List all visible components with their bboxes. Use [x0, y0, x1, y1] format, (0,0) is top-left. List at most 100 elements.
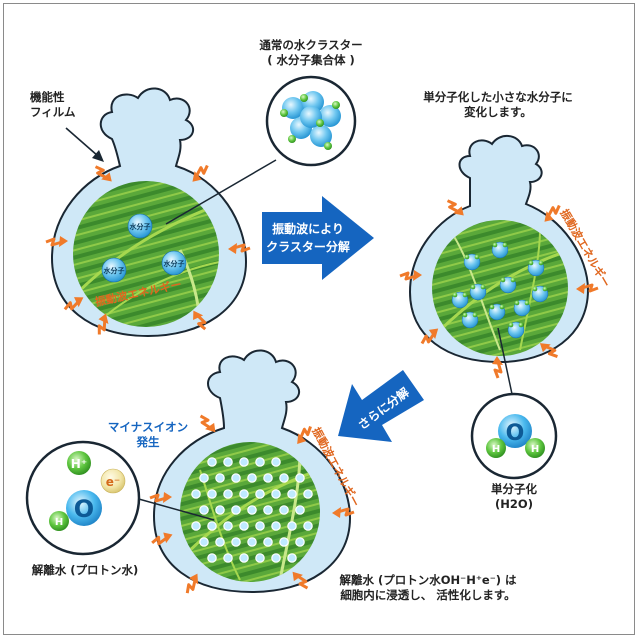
ion-dot: [215, 505, 225, 515]
bottom-caption-line1: 解離水 (プロトン水OH⁻H⁺e⁻) は: [339, 573, 517, 587]
ion-dot: [263, 473, 273, 483]
ion-dot: [303, 489, 313, 499]
energy-arrow: [151, 532, 173, 546]
energy-arrow: [97, 313, 109, 335]
ion-dot: [279, 505, 289, 515]
ion-e-minus: e⁻: [106, 475, 120, 489]
functional-film-line1: 機能性: [30, 90, 65, 104]
ion-h-plus: H⁺: [71, 457, 87, 471]
small-water-molecule: [491, 241, 509, 259]
small-water-molecule: [507, 321, 525, 339]
small-water-molecule: [461, 311, 479, 329]
film-pointer-arrow: [65, 127, 104, 162]
arrow1-text-line1: 振動波により: [272, 221, 344, 236]
ion-dot: [271, 489, 281, 499]
ion-h: H: [55, 517, 63, 528]
small-water-molecule: [499, 276, 517, 294]
dissociated-water-text: 解離水 (プロトン水): [31, 563, 139, 577]
ion-dot: [239, 521, 249, 531]
bag-2-molecules: [451, 241, 549, 339]
single-small-line1: 単分子化した小さな水分子に: [423, 90, 573, 104]
energy-arrow: [539, 343, 558, 358]
h2o-zoom-circle: O H H: [470, 392, 558, 480]
minus-ion-line1: マイナスイオン: [107, 420, 189, 434]
ion-dot: [279, 473, 289, 483]
ion-dot: [199, 505, 209, 515]
normal-cluster-label: 通常の水クラスター ( 水分子集合体 ): [244, 38, 378, 68]
ion-dot: [287, 553, 297, 563]
water-molecule-text: 水分子: [104, 266, 125, 275]
ion-dot: [247, 537, 257, 547]
ion-dot: [247, 505, 257, 515]
ion-dot: [231, 505, 241, 515]
bag-1: 水分子 水分子 水分子: [50, 87, 248, 338]
ion-dot: [199, 537, 209, 547]
bottom-caption: 解離水 (プロトン水OH⁻H⁺e⁻) は 細胞内に浸透し、 活性化します。: [328, 573, 528, 603]
energy-arrow: [94, 165, 112, 182]
small-water-molecule: [451, 291, 469, 309]
ion-dot: [255, 553, 265, 563]
leaf-1: [73, 181, 219, 327]
arrow-further-decompose: [338, 370, 424, 442]
ion-dot: [239, 489, 249, 499]
ion-dot: [199, 473, 209, 483]
normal-cluster-line2: ( 水分子集合体 ): [267, 53, 355, 67]
ion-dot: [295, 473, 305, 483]
ion-dot: [295, 505, 305, 515]
arrow-cluster-decompose: [262, 196, 374, 280]
single-h2o-line2: (H2O): [495, 497, 533, 511]
energy-arrow: [399, 270, 422, 281]
ion-dot: [271, 553, 281, 563]
functional-film-label: 機能性 フィルム: [30, 90, 86, 120]
energy-arrow: [45, 236, 68, 247]
energy-arrow: [192, 164, 209, 182]
single-small-line2: 変化します。: [464, 105, 532, 119]
ion-dot: [295, 537, 305, 547]
energy-arrow: [228, 243, 251, 254]
ion-o: O: [74, 495, 94, 523]
water-molecule-text: 水分子: [130, 222, 151, 231]
ion-dot: [287, 521, 297, 531]
ion-dot: [263, 505, 273, 515]
ion-dot: [303, 521, 313, 531]
energy-arrow: [149, 492, 172, 503]
ion-dot: [255, 521, 265, 531]
h2o-o-label: O: [506, 421, 525, 446]
minus-ion-line2: 発生: [136, 435, 160, 449]
water-molecule-1a: 水分子: [127, 213, 153, 239]
normal-cluster-line1: 通常の水クラスター: [259, 38, 363, 52]
bag-3-ion-dots: [191, 457, 313, 563]
ion-dot: [223, 553, 233, 563]
small-water-molecule: [469, 283, 487, 301]
ion-dot: [279, 537, 289, 547]
ion-dot: [223, 521, 233, 531]
ion-dot: [255, 489, 265, 499]
ion-dot: [207, 489, 217, 499]
small-water-molecule: [531, 285, 549, 303]
ion-dot: [231, 537, 241, 547]
small-water-molecule: [463, 253, 481, 271]
single-h2o-line1: 単分子化: [491, 482, 537, 496]
water-molecule-1b: 水分子: [161, 250, 187, 276]
functional-film-line2: フィルム: [30, 105, 76, 119]
vibration-energy-arrows: [45, 164, 599, 594]
bottom-caption-line2: 細胞内に浸透し、 活性化します。: [340, 588, 516, 602]
ions-zoom-circle: H⁺ e⁻ O H: [25, 440, 141, 556]
single-h2o-label: 単分子化 (H2O): [478, 482, 550, 512]
energy-arrow: [544, 204, 561, 222]
ion-dot: [207, 521, 217, 531]
ion-dot: [207, 457, 217, 467]
energy-arrow: [446, 199, 464, 216]
h2o-h-label-left: H: [492, 444, 500, 455]
single-molecule-caption: 単分子化した小さな水分子に 変化します。: [408, 90, 588, 120]
h2o-h-label-right: H: [531, 444, 539, 455]
ion-dot: [215, 473, 225, 483]
arrow1-text-line2: クラスター分解: [266, 239, 350, 254]
energy-arrow: [185, 573, 199, 594]
ion-dot: [207, 553, 217, 563]
energy-arrow: [297, 426, 312, 445]
h2o-pointer-line: [497, 327, 513, 395]
ion-dot: [191, 489, 201, 499]
dissociated-water-label: 解離水 (プロトン水): [20, 563, 150, 578]
